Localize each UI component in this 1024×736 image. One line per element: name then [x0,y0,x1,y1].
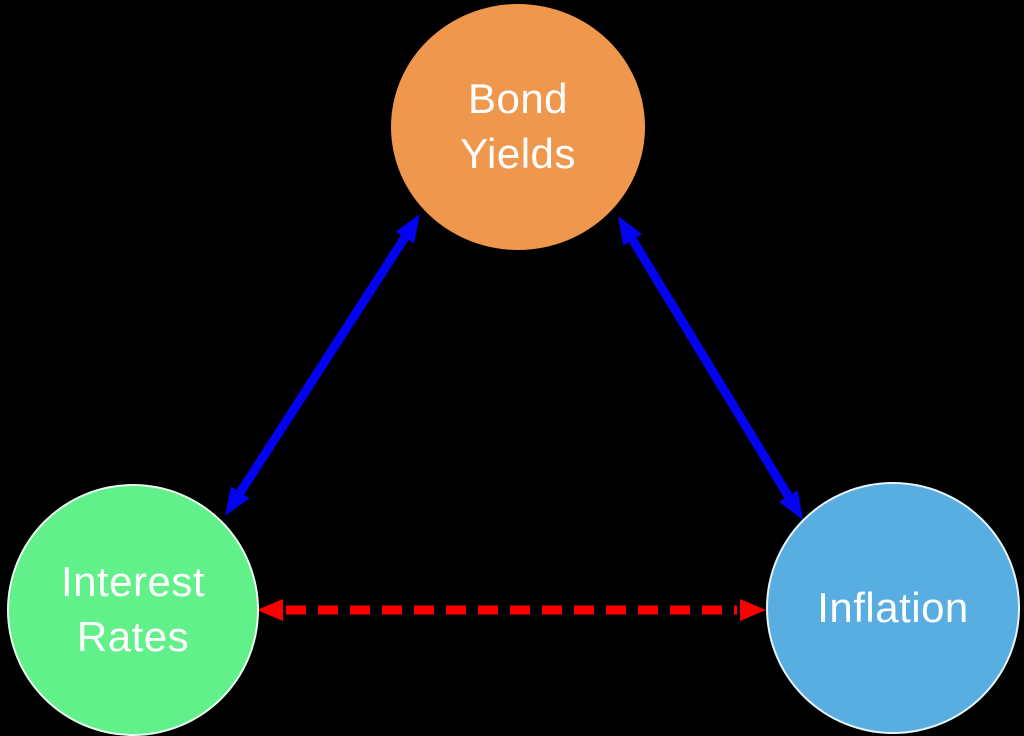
node-interest-rates: Interest Rates [7,484,259,736]
arrowhead-icon [740,599,766,621]
node-bond-yields-label-line1: Bond [467,75,569,123]
arrowhead-icon [779,490,803,520]
edge-bond-yields-inflation-shaft [628,237,793,499]
node-interest-rates-label-line2: Rates [76,613,190,660]
edge-interest-rates-bond-yields-shaft [236,235,409,495]
arrowhead-icon [395,214,420,244]
node-interest-rates-label-line1: Interest [60,558,206,606]
arrowhead-icon [257,599,283,621]
node-bond-yields: Bond Yields [391,4,645,250]
node-inflation: Inflation [766,482,1020,734]
arrowhead-icon [225,486,250,516]
node-inflation-label: Inflation [817,583,969,631]
arrowhead-icon [618,216,642,246]
node-bond-yields-label-line2: Yields [460,130,576,177]
